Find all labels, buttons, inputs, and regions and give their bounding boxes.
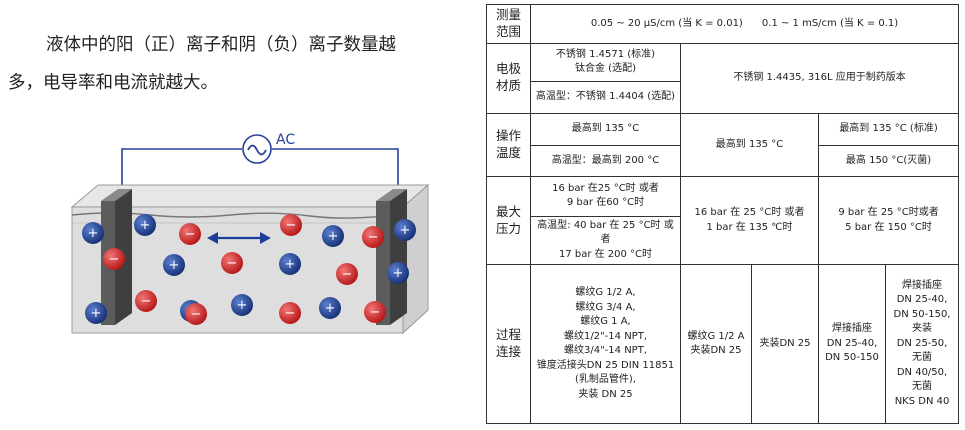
measure-range-header: 测量 范围 (486, 4, 531, 44)
negative-ion: − (336, 263, 358, 285)
svg-text:−: − (342, 267, 353, 282)
negative-ion: − (135, 290, 157, 312)
negative-ion: − (179, 223, 201, 245)
electrode-material-pharma: 不锈钢 1.4435, 316L 应用于制药版本 (679, 42, 960, 114)
process-connection-col3: 夹装DN 25 (751, 264, 819, 424)
operating-temp-high-temp: 高温型：最高到 200 °C (530, 144, 681, 177)
negative-ions: − − − − − − − − − − (103, 214, 386, 325)
svg-text:−: − (109, 252, 120, 267)
max-pressure-col2: 16 bar 在 25 °C时 或者 1 bar 在 135 ℃时 (680, 175, 819, 266)
process-connection-col2: 螺纹G 1/2 A 夹装DN 25 (680, 264, 752, 424)
row-process-connection: 过程 连接 螺纹G 1/2 A, 螺纹G 3/4 A, 螺纹G 1 A, 螺纹1… (486, 264, 960, 424)
positive-ion: + (319, 297, 341, 319)
ion-movement-arrow (207, 232, 271, 244)
row-max-pressure: 最大 压力 16 bar 在25 °C时 或者 9 bar 在60 °C时 16… (486, 175, 960, 266)
positive-ion: + (279, 253, 301, 275)
row-measure-range: 测量 范围 0.05 ~ 20 µS/cm (当 K = 0.01) 0.1 ~… (486, 4, 960, 44)
positive-ion: + (387, 262, 409, 284)
spec-table: 测量 范围 0.05 ~ 20 µS/cm (当 K = 0.01) 0.1 ~… (486, 4, 960, 424)
svg-text:−: − (370, 305, 381, 320)
positive-ion: + (134, 214, 156, 236)
negative-ion: − (185, 303, 207, 325)
positive-ion: + (82, 222, 104, 244)
svg-text:−: − (286, 218, 297, 233)
svg-text:+: + (325, 301, 336, 316)
operating-temp-col3-sterilize: 最高 150 °C(灭菌) (817, 144, 960, 177)
negative-ion: − (103, 248, 125, 270)
ac-label: AC (276, 132, 295, 148)
measure-range-value: 0.05 ~ 20 µS/cm (当 K = 0.01) 0.1 ~ 1 mS/… (529, 4, 960, 44)
operating-temp-col2: 最高到 135 °C (680, 112, 819, 177)
process-connection-col4: 焊接插座 DN 25-40, DN 50-150 (818, 264, 886, 424)
operating-temp-standard: 最高到 135 °C (530, 112, 681, 146)
negative-ion: − (364, 301, 386, 323)
svg-text:−: − (141, 294, 152, 309)
svg-text:+: + (393, 266, 404, 281)
intro-line-1: 液体中的阳（正）离子和阴（负）离子数量越 (46, 35, 396, 55)
svg-text:+: + (169, 258, 180, 273)
svg-text:+: + (140, 218, 151, 233)
intro-line-2: 多，电导率和电流就越大。 (8, 73, 218, 93)
positive-ion: + (231, 294, 253, 316)
intro-paragraph: 液体中的阳（正）离子和阴（负）离子数量越 多，电导率和电流就越大。 (8, 26, 453, 102)
row-operating-temp: 操作 温度 最高到 135 °C 最高到 135 °C 最高到 135 °C (… (486, 112, 960, 177)
svg-text:+: + (88, 226, 99, 241)
circuit-wire (121, 134, 399, 203)
max-pressure-header: 最大 压力 (486, 175, 531, 266)
svg-text:+: + (91, 306, 102, 321)
svg-text:−: − (368, 230, 379, 245)
process-connection-header: 过程 连接 (486, 264, 531, 424)
electrode-material-standard: 不锈钢 1.4571 (标准) 钛合金 (选配) (530, 42, 681, 82)
max-pressure-col3: 9 bar 在 25 °C时或者 5 bar 在 150 °C时 (817, 175, 960, 266)
negative-ion: − (279, 302, 301, 324)
positive-ion: + (85, 302, 107, 324)
process-connection-col1: 螺纹G 1/2 A, 螺纹G 3/4 A, 螺纹G 1 A, 螺纹1/2"-14… (530, 264, 681, 424)
negative-ion: − (280, 214, 302, 236)
max-pressure-standard: 16 bar 在25 °C时 或者 9 bar 在60 °C时 (530, 175, 681, 217)
svg-text:−: − (191, 307, 202, 322)
svg-text:−: − (285, 306, 296, 321)
operating-temp-col3-standard: 最高到 135 °C (标准) (817, 112, 960, 146)
row-electrode-material: 电极 材质 不锈钢 1.4571 (标准) 钛合金 (选配) 不锈钢 1.443… (486, 42, 960, 114)
negative-ion: − (221, 252, 243, 274)
electrode-material-header: 电极 材质 (486, 42, 531, 114)
svg-text:+: + (237, 298, 248, 313)
electrode-material-high-temp: 高温型：不锈钢 1.4404 (选配) (530, 80, 681, 114)
svg-text:−: − (185, 227, 196, 242)
operating-temp-header: 操作 温度 (486, 112, 531, 177)
positive-ion: + (322, 225, 344, 247)
process-connection-col5: 焊接插座 DN 25-40, DN 50-150, 夹装 DN 25-50, 无… (884, 264, 960, 424)
svg-text:−: − (227, 256, 238, 271)
max-pressure-high-temp: 高温型: 40 bar 在 25 °C时 或者 17 bar 在 200 °C时 (530, 215, 681, 266)
negative-ion: − (362, 226, 384, 248)
positive-ion: + (394, 219, 416, 241)
svg-text:+: + (328, 229, 339, 244)
positive-ion: + (163, 254, 185, 276)
row-max-pressure-2: 高温型: 40 bar 在 25 °C时 或者 17 bar 在 200 °C时 (487, 215, 959, 266)
conductivity-diagram: AC + + + + (70, 132, 430, 335)
svg-text:+: + (400, 223, 411, 238)
svg-text:+: + (285, 257, 296, 272)
